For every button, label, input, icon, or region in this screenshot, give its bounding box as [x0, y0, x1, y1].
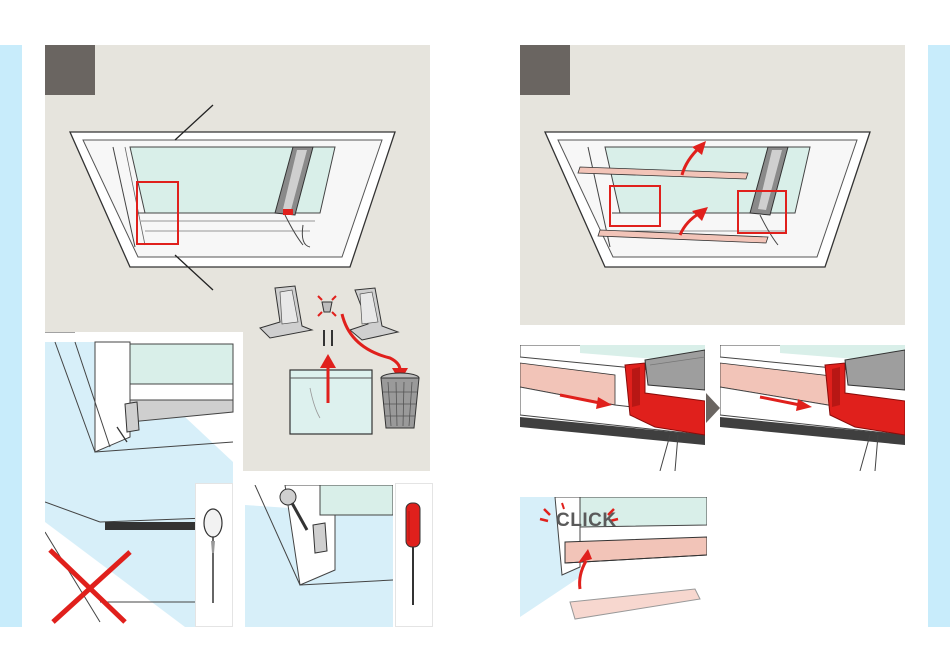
screw-detail-illustration — [245, 485, 393, 627]
left-edge-strip — [0, 45, 22, 627]
right-step-badge — [520, 45, 570, 95]
rail-insert-illustration-2 — [720, 345, 905, 471]
awl-icon — [195, 483, 231, 625]
trash-bin-icon — [378, 370, 422, 432]
arrow-right-icon — [706, 393, 720, 423]
window-rails-illustration — [520, 95, 905, 325]
left-step-badge — [45, 45, 95, 95]
click-label: CLICK — [556, 510, 617, 532]
rail-insert-illustration-1 — [520, 345, 705, 471]
screwdriver-icon — [395, 483, 431, 625]
wrong-cross-icon — [45, 540, 135, 627]
right-edge-strip — [928, 45, 950, 627]
